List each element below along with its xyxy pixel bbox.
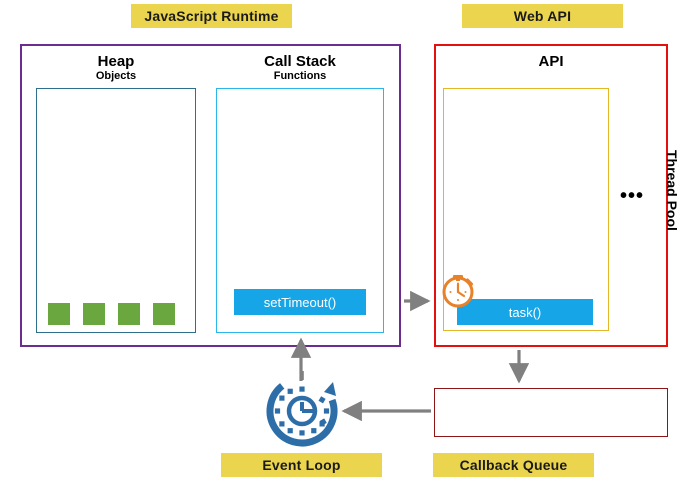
- api-title: API: [538, 53, 564, 70]
- label-javascript-runtime: JavaScript Runtime: [131, 4, 292, 28]
- call-stack-heading: Call Stack Functions: [216, 53, 384, 83]
- callback-queue-box: [434, 388, 668, 437]
- label-callback-queue: Callback Queue: [433, 453, 594, 477]
- heap-object: [48, 303, 70, 325]
- api-task-block: task(): [457, 299, 593, 325]
- heap-object: [118, 303, 140, 325]
- heap-heading: Heap Objects: [36, 53, 196, 83]
- event-loop-icon: [266, 371, 338, 447]
- heap-subtitle: Objects: [95, 70, 137, 82]
- heap-title: Heap: [97, 53, 135, 70]
- stopwatch-icon: [442, 275, 474, 308]
- call-stack-frame-settimeout: setTimeout(): [234, 289, 366, 315]
- more-tasks-indicator: •••: [619, 185, 644, 207]
- heap-box: [36, 88, 196, 333]
- label-web-api: Web API: [462, 4, 623, 28]
- heap-object: [153, 303, 175, 325]
- api-heading: API: [440, 53, 662, 70]
- label-event-loop: Event Loop: [221, 453, 382, 477]
- heap-object: [83, 303, 105, 325]
- call-stack-subtitle: Functions: [273, 70, 327, 82]
- call-stack-title: Call Stack: [264, 53, 336, 70]
